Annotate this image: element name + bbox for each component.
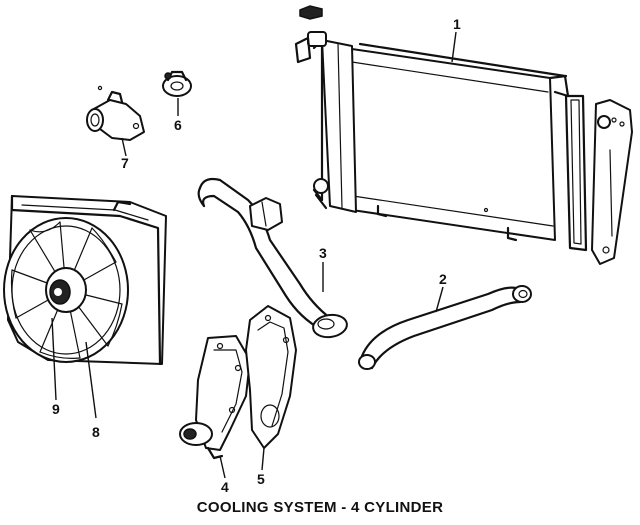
upper-hose	[197, 177, 348, 339]
callout-number-8: 8	[92, 424, 100, 440]
callout-number-4: 4	[221, 479, 229, 495]
callout-number-9: 9	[52, 401, 60, 417]
callout-leader-2	[435, 286, 444, 313]
water-pump	[179, 335, 251, 460]
radiator-seal	[564, 94, 588, 252]
callout-number-5: 5	[257, 471, 265, 487]
pump-gasket	[245, 305, 297, 449]
radiator-bracket	[591, 99, 633, 265]
callout-leader-1	[451, 31, 457, 63]
radiator	[294, 5, 570, 242]
callout-number-2: 2	[439, 271, 447, 287]
callout-leader-8	[85, 341, 97, 419]
callout-leader-4	[219, 455, 226, 479]
thermostat-housing	[86, 85, 145, 141]
callout-number-1: 1	[453, 16, 461, 32]
callout-leader-9	[51, 317, 57, 401]
lower-hose	[358, 285, 532, 370]
fan-motor	[3, 217, 129, 363]
thermostat	[162, 70, 192, 97]
callout-leader-7	[121, 137, 127, 157]
callout-number-7: 7	[121, 155, 129, 171]
diagram-caption: COOLING SYSTEM - 4 CYLINDER	[196, 499, 444, 516]
callout-number-3: 3	[319, 245, 327, 261]
callout-number-6: 6	[174, 117, 182, 133]
callout-leader-5	[261, 447, 265, 471]
